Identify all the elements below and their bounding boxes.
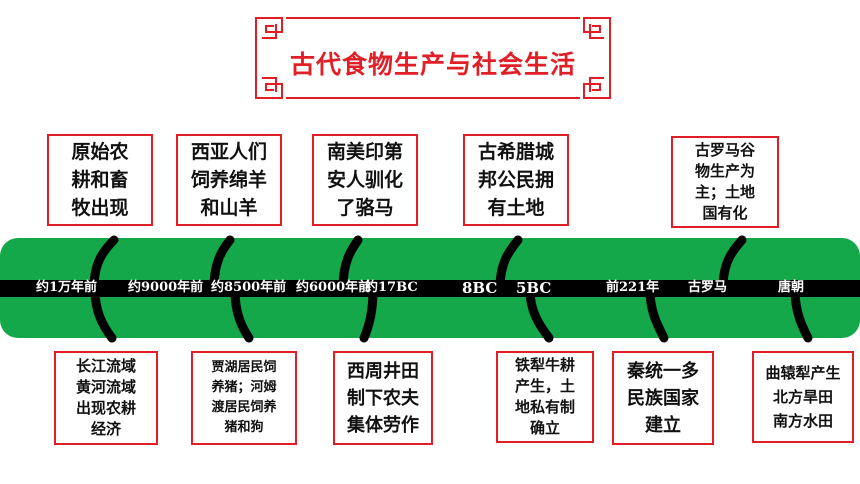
- timeline-label-3: 约8500年前: [211, 280, 287, 295]
- connector-bottom-5: [645, 285, 669, 343]
- timeline-label-2: 约9000年前: [128, 280, 204, 295]
- event-box-top-3: 南美印第 安人驯化 了骆马: [312, 134, 418, 226]
- event-text: 西亚人们 饲养绵羊 和山羊: [190, 141, 267, 219]
- connector-bottom-3: [359, 285, 378, 343]
- timeline-label-5: 约17BC: [365, 280, 418, 295]
- event-text: 长江流域 黄河流域 出现农耕 经济: [75, 357, 136, 438]
- connector-top-1: [89, 235, 119, 293]
- event-text: 原始农 耕和畜 牧出现: [71, 141, 129, 219]
- event-text: 秦统一多 民族国家 建立: [627, 360, 699, 436]
- timeline-label-9: 古罗马: [688, 280, 728, 295]
- event-text: 古希腊城 邦公民拥 有土地: [477, 141, 554, 219]
- event-text: 贾湖居民饲 养猪；河姆 渡居民饲养 猪和狗: [211, 360, 277, 435]
- event-box-bottom-2: 贾湖居民饲 养猪；河姆 渡居民饲养 猪和狗: [191, 351, 297, 445]
- event-box-top-2: 西亚人们 饲养绵羊 和山羊: [176, 134, 282, 226]
- connector-bottom-4: [525, 285, 554, 343]
- timeline-label-10: 唐朝: [778, 280, 805, 295]
- connector-top-2: [209, 235, 235, 293]
- event-text: 古罗马谷 物生产为 主；土地 国有化: [694, 141, 755, 222]
- timeline-label-6: 8BC: [462, 279, 498, 297]
- event-box-bottom-1: 长江流域 黄河流域 出现农耕 经济: [54, 351, 158, 445]
- timeline-label-7: 5BC: [516, 279, 552, 297]
- timeline-label-8: 前221年: [606, 280, 660, 295]
- event-box-top-5: 古罗马谷 物生产为 主；土地 国有化: [671, 136, 779, 228]
- connector-bottom-6: [790, 285, 813, 343]
- event-box-bottom-3: 西周井田 制下农夫 集体劳作: [333, 351, 433, 445]
- event-text: 曲辕犁产生 北方旱田 南方水田: [765, 364, 841, 430]
- event-box-bottom-4: 铁犁牛耕 产生，土 地私有制 确立: [496, 351, 594, 443]
- timeline-label-1: 约1万年前: [36, 280, 98, 295]
- event-box-top-1: 原始农 耕和畜 牧出现: [47, 134, 153, 226]
- event-box-bottom-6: 曲辕犁产生 北方旱田 南方水田: [752, 351, 854, 443]
- event-box-top-4: 古希腊城 邦公民拥 有土地: [463, 134, 569, 226]
- event-box-bottom-5: 秦统一多 民族国家 建立: [612, 351, 714, 445]
- connector-top-3: [338, 235, 363, 293]
- event-text: 南美印第 安人驯化 了骆马: [326, 141, 403, 219]
- event-text: 铁犁牛耕 产生，土 地私有制 确立: [514, 356, 575, 437]
- event-text: 西周井田 制下农夫 集体劳作: [347, 360, 419, 436]
- connector-bottom-2: [230, 285, 254, 343]
- connector-bottom-1: [90, 285, 117, 343]
- connector-top-4: [495, 235, 523, 293]
- timeline-label-4: 约6000年前: [296, 280, 372, 295]
- connector-top-5: [718, 235, 747, 293]
- title-frame: 古代食物生产与社会生活: [252, 14, 614, 102]
- page-title: 古代食物生产与社会生活: [289, 50, 576, 79]
- title-border-ornament: [255, 17, 611, 99]
